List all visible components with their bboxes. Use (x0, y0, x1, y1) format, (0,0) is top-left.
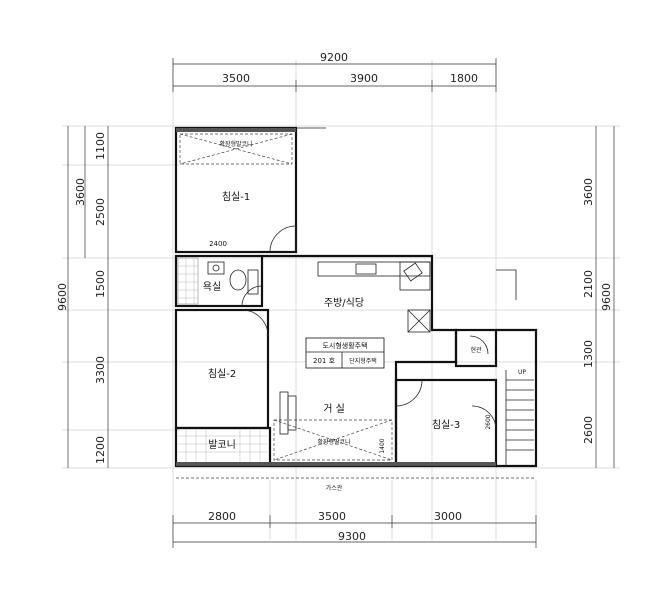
room-bedroom2: 침실-2 (208, 368, 236, 380)
dim-bottom-1: 2800 (208, 510, 236, 523)
top-dimensions: 9200 3500 3900 1800 (172, 51, 497, 92)
dim-right-4: 2600 (582, 416, 595, 444)
living-furniture (279, 391, 297, 435)
dim-right-3: 1300 (582, 340, 595, 368)
info-box: 도시형생활주택 201 호 단지형주택 (305, 337, 385, 369)
label-dim-2400: 2400 (209, 240, 227, 248)
dim-left-4: 3300 (94, 356, 107, 384)
dim-right-total: 9600 (600, 283, 613, 311)
dim-bottom-total: 9300 (338, 530, 366, 543)
dim-bottom-3: 3000 (434, 510, 462, 523)
label-dim-2600-inner: 2600 (485, 414, 492, 429)
dim-left-5: 1200 (94, 436, 107, 464)
dim-left-3: 1500 (94, 270, 107, 298)
left-dimensions: 9600 3600 1100 2500 1500 3300 1200 (56, 126, 109, 468)
bathroom-fixtures (177, 257, 259, 305)
dim-bottom-2: 3500 (318, 510, 346, 523)
annotation-labels: 확장형발코니 확장형발코니 2400 1400 2600 (209, 140, 492, 454)
room-balcony: 발코니 (208, 439, 236, 451)
room-entrance: 현관 (470, 346, 482, 354)
stairs-up-label: UP (518, 369, 526, 376)
wall-hatching (176, 128, 496, 466)
room-bedroom3: 침실-3 (432, 419, 460, 431)
room-kitchen: 주방/식당 (324, 297, 364, 309)
dim-right-1: 3600 (582, 178, 595, 206)
room-bathroom: 욕실 (203, 281, 221, 293)
grid-lines (62, 60, 620, 540)
label-dim-1400: 1400 (379, 438, 386, 453)
extended-balcony-bottom (273, 419, 393, 461)
dim-right-2: 2100 (582, 270, 595, 298)
label-extended-balcony-top: 확장형발코니 (219, 140, 252, 148)
balcony-tiles (178, 430, 268, 462)
dim-top-2: 3900 (350, 72, 378, 85)
dim-top-total: 9200 (320, 51, 348, 64)
doors (241, 225, 497, 431)
gas-pipe: 가스관 (176, 477, 536, 492)
dim-left-2: 2500 (94, 198, 107, 226)
dim-top-3: 1800 (450, 72, 478, 85)
kitchen-counter (317, 261, 431, 333)
dim-left-1: 1100 (94, 132, 107, 160)
room-labels: 침실-1 욕실 주방/식당 침실-2 거 실 침실-3 발코니 현관 (203, 191, 482, 451)
info-title: 도시형생활주택 (322, 341, 367, 350)
label-extended-balcony-bottom: 확장형발코니 (317, 438, 350, 446)
dim-left-group: 3600 (74, 178, 87, 206)
walls (174, 126, 538, 468)
extended-balcony-top (179, 133, 293, 165)
info-type: 단지형주택 (349, 357, 377, 365)
right-dimensions: 3600 2100 1300 2600 9600 (582, 126, 615, 468)
room-bedroom1: 침실-1 (222, 191, 250, 203)
bottom-dimensions: 2800 3500 3000 9300 (172, 510, 537, 548)
stairs: UP (505, 369, 534, 466)
dim-left-total: 9600 (56, 283, 69, 311)
gas-pipe-label: 가스관 (326, 484, 343, 492)
info-unit: 201 호 (313, 357, 336, 365)
room-living: 거 실 (323, 403, 345, 415)
dim-top-1: 3500 (222, 72, 250, 85)
